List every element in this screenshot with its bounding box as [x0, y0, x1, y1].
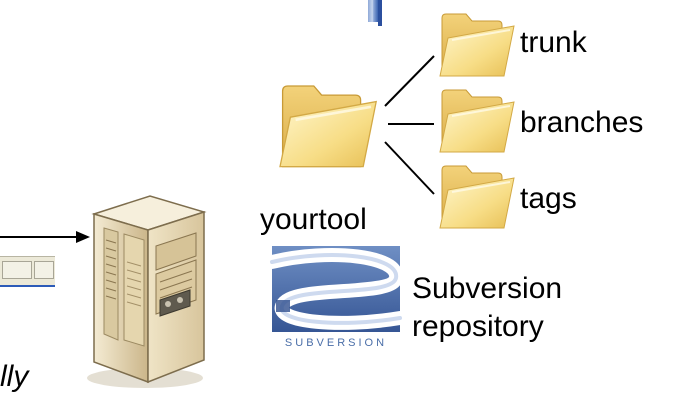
subversion-logo-icon: SUBVERSION	[265, 246, 407, 350]
toolbar-cell	[34, 261, 54, 279]
tags-label: tags	[520, 182, 577, 215]
folder-connectors	[384, 55, 435, 195]
toolbar-fragment	[0, 256, 55, 287]
tags-folder-icon	[439, 165, 515, 229]
subversion-logo-text: SUBVERSION	[285, 337, 387, 349]
yourtool-label: yourtool	[260, 203, 367, 236]
branches-folder-icon	[439, 89, 515, 153]
trunk-folder-icon	[439, 13, 515, 77]
arrow-to-server	[0, 231, 90, 243]
top-bar-fragment	[368, 0, 378, 22]
repository-title-line2: repository	[412, 310, 544, 343]
partial-text-fragment: lly	[0, 360, 29, 393]
yourtool-folder-icon	[278, 84, 378, 168]
trunk-label: trunk	[520, 26, 587, 59]
server-icon	[87, 195, 207, 388]
repository-title-line1: Subversion	[412, 272, 563, 305]
toolbar-cell	[2, 261, 32, 279]
top-bar-edge	[378, 0, 382, 26]
branches-label: branches	[520, 106, 644, 139]
